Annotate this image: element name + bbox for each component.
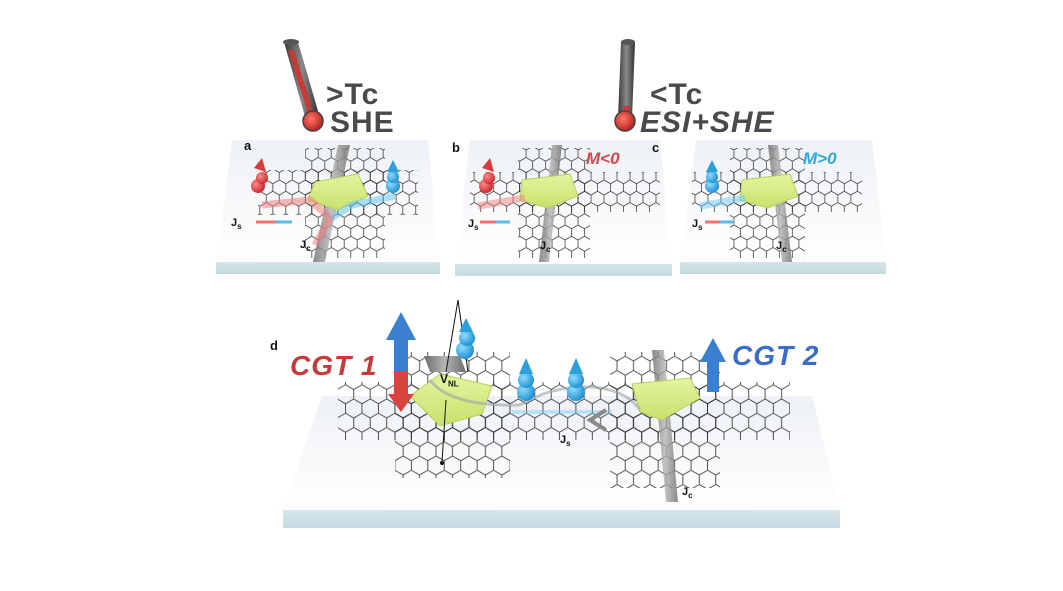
cold-effect-label: ESI+SHE	[640, 108, 775, 138]
panel-c-letter: c	[652, 140, 659, 155]
thermometer-hot-icon	[283, 39, 323, 131]
panel-c-jc-label: Jc	[776, 240, 787, 254]
vnl-contact	[424, 356, 466, 372]
panel-c-magnetization: M>0	[803, 149, 837, 169]
hot-effect-label: SHE	[330, 108, 395, 138]
panel-d-js-label: Js	[560, 434, 571, 448]
cgt2-label: CGT 2	[732, 340, 819, 372]
panel-b-device	[455, 140, 672, 276]
panel-b-jc-label: Jc	[540, 240, 551, 254]
cgt1-label: CGT 1	[290, 350, 377, 382]
thermometer-cold-icon	[615, 39, 635, 131]
panel-a-device	[216, 140, 440, 274]
panel-d-jc-label: Jc	[682, 486, 693, 500]
panel-b-magnetization: M<0	[586, 149, 620, 169]
panel-b-letter: b	[452, 140, 460, 155]
panel-c-js-label: Js	[692, 218, 703, 232]
vnl-label: VNL	[440, 372, 459, 388]
panel-a-js-label: Js	[231, 217, 242, 231]
panel-a-letter: a	[244, 138, 251, 153]
panel-d-letter: d	[270, 338, 278, 353]
panel-b-js-label: Js	[468, 218, 479, 232]
panel-d-device	[283, 300, 840, 528]
panel-a-jc-label: Jc	[300, 239, 311, 253]
